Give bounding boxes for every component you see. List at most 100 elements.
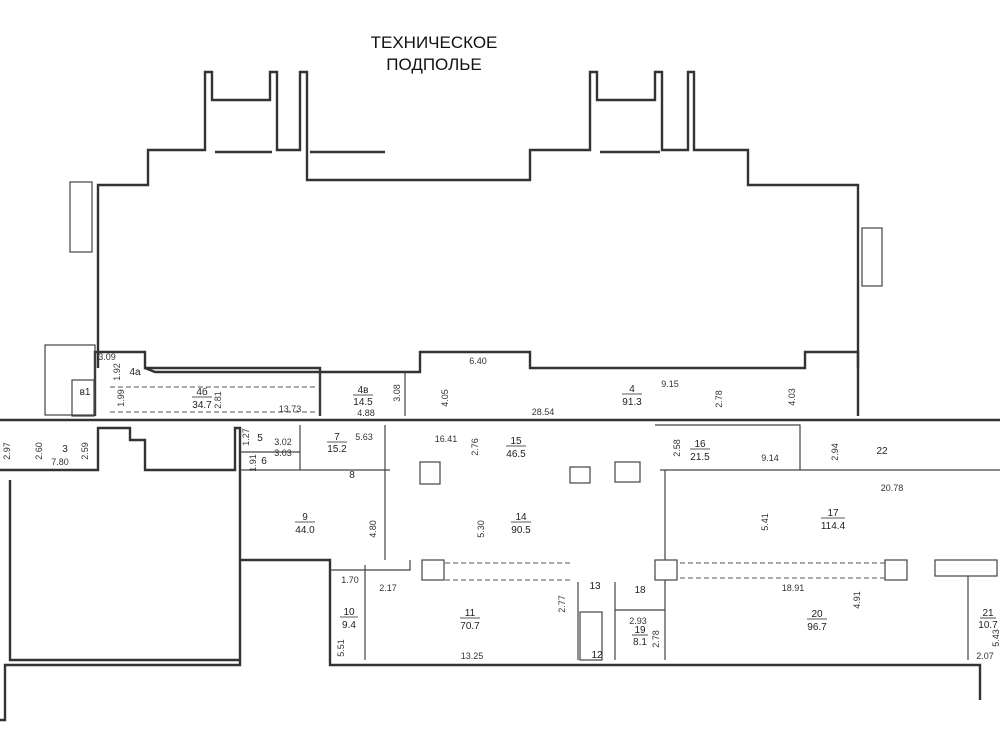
dimension-labels: 3.09 1.92 1.99 2.81 13.73 3.08 4.88 2.97…: [2, 352, 1000, 661]
room-12-label: 12: [591, 650, 603, 661]
svg-text:2.78: 2.78: [651, 630, 661, 648]
svg-text:1.92: 1.92: [112, 363, 122, 381]
stair-right-icon: [861, 227, 883, 287]
svg-text:14.5: 14.5: [353, 397, 373, 408]
svg-text:2.59: 2.59: [80, 442, 90, 460]
svg-text:7: 7: [334, 432, 340, 443]
svg-text:2.77: 2.77: [557, 595, 567, 613]
svg-text:4.80: 4.80: [368, 520, 378, 538]
svg-text:10: 10: [343, 607, 355, 618]
room-7: 715.2: [327, 432, 347, 455]
svg-text:4.05: 4.05: [440, 389, 450, 407]
svg-text:28.54: 28.54: [532, 407, 555, 417]
plan-title-line1: ТЕХНИЧЕСКОЕ: [371, 33, 498, 52]
svg-text:5.43: 5.43: [991, 629, 1000, 647]
svg-text:1.27: 1.27: [241, 428, 251, 446]
room-16: 16 21.5: [690, 439, 710, 463]
stair-left-icon: [69, 181, 93, 253]
room-13-label: 13: [589, 581, 601, 592]
svg-text:6.40: 6.40: [469, 356, 487, 366]
svg-text:3.09: 3.09: [98, 352, 116, 362]
room-9: 944.0: [295, 512, 315, 536]
room-5-label: 5: [257, 433, 263, 444]
svg-text:7.80: 7.80: [51, 457, 69, 467]
svg-text:5.63: 5.63: [355, 432, 373, 442]
svg-text:19: 19: [634, 625, 646, 636]
svg-text:2.93: 2.93: [629, 616, 647, 626]
svg-text:16.41: 16.41: [435, 434, 458, 444]
svg-text:3.03: 3.03: [274, 448, 292, 458]
svg-text:4в: 4в: [358, 385, 369, 396]
svg-text:2.97: 2.97: [2, 442, 12, 460]
svg-text:34.7: 34.7: [192, 400, 212, 411]
svg-text:21: 21: [982, 608, 994, 619]
room-3-label: 3: [62, 444, 68, 455]
svg-text:4.88: 4.88: [357, 408, 375, 418]
svg-text:9.15: 9.15: [661, 379, 679, 389]
room-4: 491.3: [622, 384, 642, 408]
svg-text:2.07: 2.07: [976, 651, 994, 661]
svg-text:4: 4: [629, 384, 635, 395]
svg-text:5.30: 5.30: [476, 520, 486, 538]
svg-text:2.81: 2.81: [213, 391, 223, 409]
svg-text:5.51: 5.51: [336, 639, 346, 657]
svg-text:90.5: 90.5: [511, 525, 531, 536]
svg-text:96.7: 96.7: [807, 622, 827, 633]
svg-text:1.70: 1.70: [341, 575, 359, 585]
room-19: 198.1: [632, 625, 648, 648]
svg-text:13.25: 13.25: [461, 651, 484, 661]
svg-text:91.3: 91.3: [622, 397, 642, 408]
room-4a-label: 4а: [129, 367, 141, 378]
svg-text:20.78: 20.78: [881, 483, 904, 493]
svg-text:2.78: 2.78: [714, 390, 724, 408]
subfloor-walls: [69, 70, 883, 368]
stair-inner-icon: [579, 611, 603, 661]
svg-text:17: 17: [827, 508, 839, 519]
room-8-label: 8: [349, 470, 355, 481]
svg-text:15: 15: [510, 436, 522, 447]
svg-text:14: 14: [515, 512, 527, 523]
plan-title-line2: ПОДПОЛЬЕ: [386, 55, 481, 74]
room-4b: 4б 34.7: [192, 386, 212, 411]
svg-text:114.4: 114.4: [821, 521, 846, 532]
svg-text:1.91: 1.91: [248, 454, 258, 472]
room-15: 15 46.5: [506, 436, 526, 460]
svg-text:5.41: 5.41: [760, 513, 770, 531]
svg-text:18.91: 18.91: [782, 583, 805, 593]
svg-text:21.5: 21.5: [690, 452, 710, 463]
svg-text:44.0: 44.0: [295, 525, 315, 536]
svg-text:15.2: 15.2: [327, 444, 347, 455]
room-17: 17 114.4: [821, 508, 846, 532]
room-10: 109.4: [340, 607, 358, 631]
svg-text:9.14: 9.14: [761, 453, 779, 463]
svg-text:46.5: 46.5: [506, 449, 526, 460]
svg-text:4б: 4б: [196, 386, 208, 398]
svg-text:2.76: 2.76: [470, 438, 480, 456]
room-18-label: 18: [634, 585, 646, 596]
svg-text:20: 20: [811, 609, 823, 620]
svg-text:2.58: 2.58: [672, 439, 682, 457]
svg-text:4.03: 4.03: [787, 388, 797, 406]
room-20: 20 96.7: [807, 609, 827, 633]
svg-text:3.08: 3.08: [392, 384, 402, 402]
upper-strip-walls: [44, 344, 860, 417]
main-walls: [0, 418, 1000, 722]
room-14: 14 90.5: [511, 512, 531, 536]
room-6-label: 6: [261, 456, 267, 467]
svg-text:9: 9: [302, 512, 308, 523]
svg-text:1.99: 1.99: [116, 389, 126, 407]
svg-text:13.73: 13.73: [279, 404, 302, 414]
svg-text:16: 16: [694, 439, 706, 450]
svg-text:10.7: 10.7: [978, 620, 998, 631]
svg-text:2.60: 2.60: [34, 442, 44, 460]
room-v1-label: в1: [80, 387, 91, 398]
svg-text:2.94: 2.94: [830, 443, 840, 461]
svg-text:2.17: 2.17: [379, 583, 397, 593]
svg-text:4.91: 4.91: [852, 591, 862, 609]
room-22-label: 22: [876, 446, 888, 457]
